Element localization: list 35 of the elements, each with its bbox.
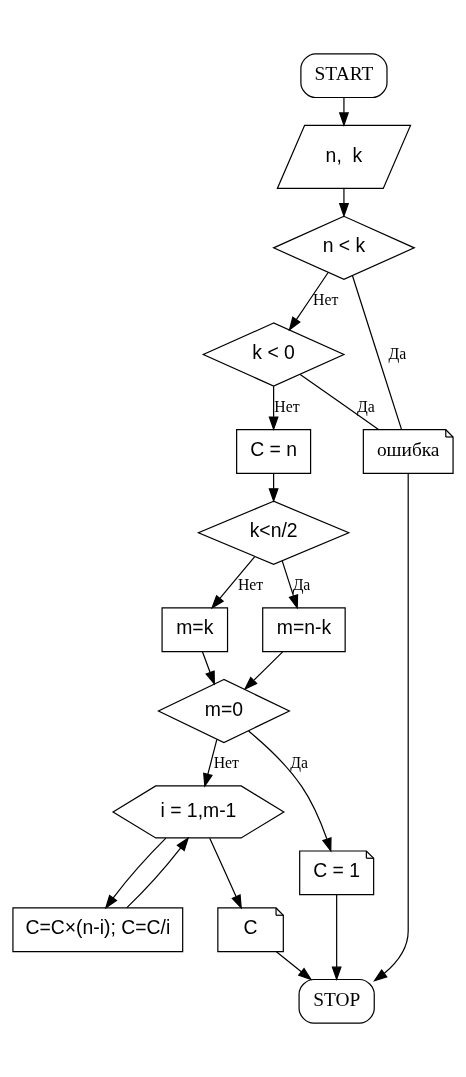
edge-label: Нет — [313, 291, 339, 309]
arrow — [201, 651, 215, 686]
arrow — [338, 187, 350, 218]
node-diamond: k<n/2 — [196, 500, 351, 565]
arrow — [203, 739, 218, 788]
connector — [299, 373, 380, 431]
connector — [351, 275, 403, 431]
node-box: C=C×(n-i); C=C/i — [12, 907, 184, 953]
edge-label: Да — [290, 754, 308, 772]
edge-label: Да — [356, 398, 375, 416]
arrow — [247, 730, 332, 853]
arrow — [209, 837, 242, 910]
arrow — [288, 272, 329, 332]
arrow — [104, 837, 167, 910]
node-box: m=n-k — [262, 607, 346, 653]
node-diamond: k < 0 — [201, 322, 346, 387]
edge-label: Да — [388, 344, 407, 362]
edge-label: Нет — [237, 576, 264, 594]
arrow — [210, 556, 256, 610]
arrow — [281, 560, 299, 610]
node-box: m=k — [161, 607, 229, 653]
arrow — [268, 385, 279, 432]
arrow — [338, 97, 350, 127]
edge-label: Да — [292, 576, 311, 594]
node-box: C = n — [236, 429, 312, 474]
edge-label: Нет — [274, 398, 300, 416]
edge-label: Нет — [213, 754, 239, 772]
node-box: STOP — [298, 978, 375, 1024]
node-box: START — [300, 53, 388, 99]
node-diamond: n < k — [272, 215, 416, 281]
arrow — [373, 472, 409, 982]
arrow — [243, 651, 284, 691]
arrow — [331, 894, 342, 982]
arrow — [126, 836, 190, 909]
arrow — [275, 951, 313, 981]
